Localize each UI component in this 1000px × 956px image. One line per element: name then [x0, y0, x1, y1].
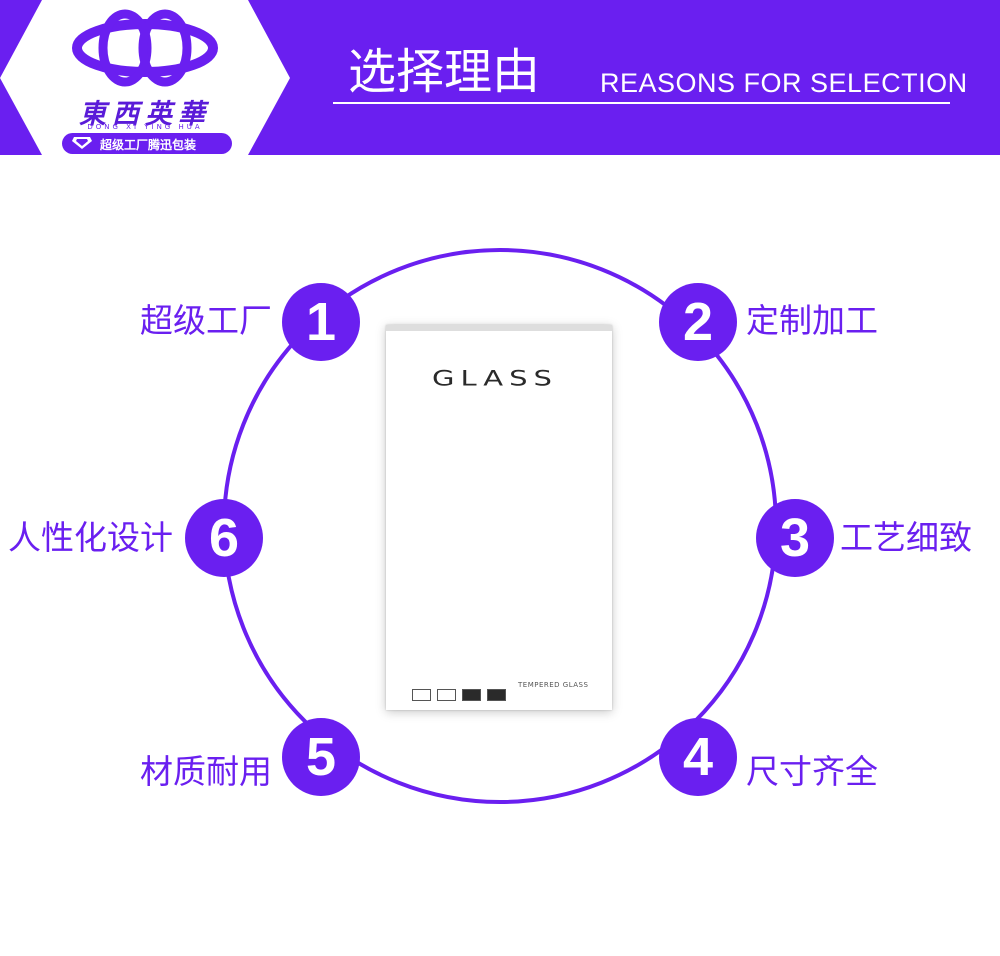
logo-hexagon-background [0, 0, 290, 155]
header-banner: 東西英華 DONG XI YING HUA 超级工厂腾迅包装 选择理由 REAS… [0, 0, 1000, 155]
reason-label-1: 超级工厂 [140, 301, 272, 340]
reason-number-6: 6 [185, 499, 263, 577]
reason-number-3: 3 [756, 499, 834, 577]
product-box-tagline: TEMPERED GLASS [518, 681, 589, 689]
reason-label-3: 工艺细致 [840, 518, 972, 557]
logo-rings-icon [72, 9, 218, 87]
pen-icon [462, 689, 481, 701]
logo-slogan: 超级工厂腾迅包装 [100, 138, 197, 152]
reason-number-5: 5 [282, 718, 360, 796]
product-box-lid [386, 325, 612, 331]
reason-number-1: 1 [282, 283, 360, 361]
diamond-icon [412, 689, 431, 701]
reason-number-4: 4 [659, 718, 737, 796]
logo-slogan-pill: 超级工厂腾迅包装 [62, 133, 232, 154]
reason-label-2: 定制加工 [746, 301, 878, 340]
reason-label-6: 人性化设计 [8, 518, 173, 557]
title-underline [333, 102, 950, 104]
diamond-icon [72, 137, 92, 149]
reason-number-2: 2 [659, 283, 737, 361]
page-title-cn: 选择理由 [348, 44, 541, 100]
product-box-title: GLASS [432, 365, 558, 391]
reason-label-4: 尺寸齐全 [746, 752, 878, 791]
eye-icon [487, 689, 506, 701]
reason-label-5: 材质耐用 [140, 752, 272, 791]
product-box-image: GLASS TEMPERED GLASS [386, 325, 612, 710]
logo-brand-name: 東西英華 [79, 99, 211, 130]
page-title-en: REASONS FOR SELECTION [600, 68, 968, 98]
logo-brand-pinyin: DONG XI YING HUA [87, 123, 203, 131]
drop-icon [437, 689, 456, 701]
